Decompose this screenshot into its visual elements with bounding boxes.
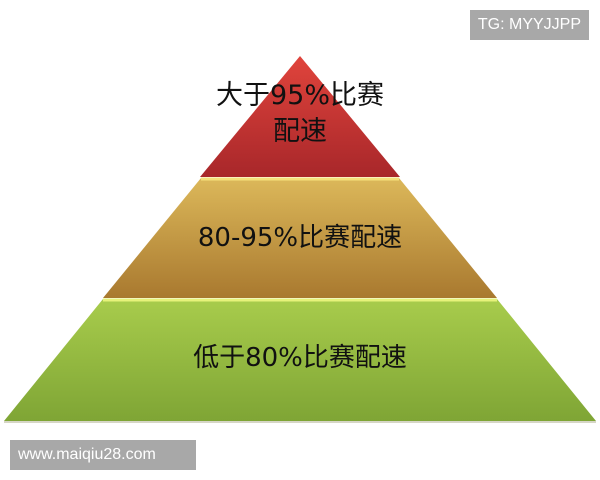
tier-top-label-line2: 配速 bbox=[273, 116, 327, 147]
tier-top bbox=[200, 56, 400, 177]
tier-top-label: 大于95%比赛 配速 bbox=[0, 78, 600, 150]
tier-middle bbox=[103, 178, 497, 298]
watermark-telegram: TG: MYYJJPP bbox=[469, 10, 589, 40]
tier-bottom bbox=[4, 299, 596, 421]
tier-top-label-line1: 大于95%比赛 bbox=[215, 80, 384, 111]
watermark-website: www.maiqiu28.com bbox=[10, 440, 196, 470]
tier-bottom-label: 低于80%比赛配速 bbox=[193, 343, 407, 373]
tier-middle-label: 80-95%比赛配速 bbox=[197, 223, 403, 253]
